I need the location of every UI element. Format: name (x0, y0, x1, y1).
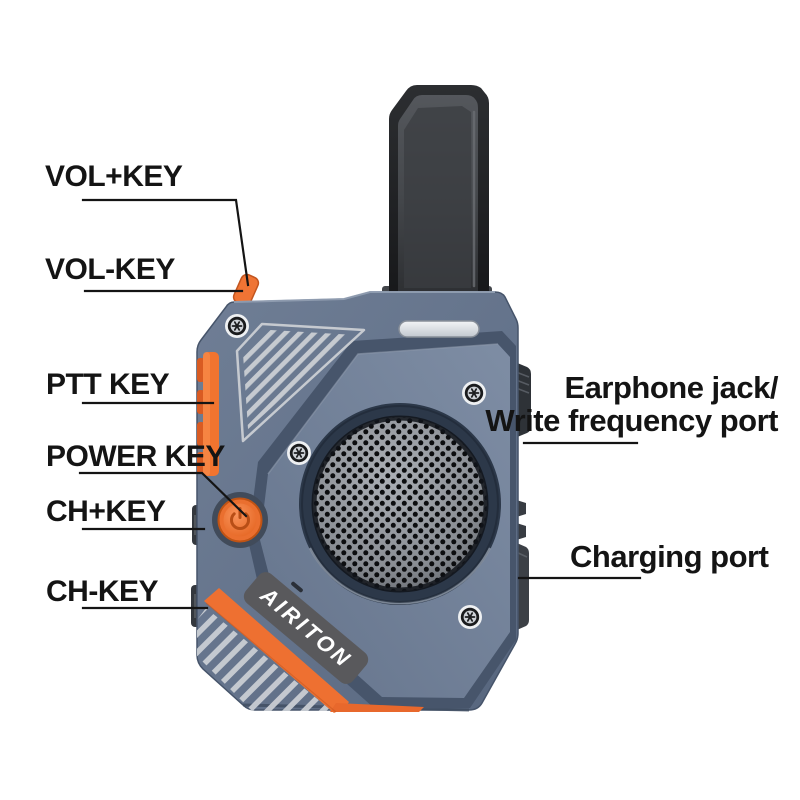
ptt-key (197, 352, 219, 476)
screw-bottom-right (457, 604, 483, 630)
screw-top-right (461, 380, 487, 406)
vent-grill (197, 608, 332, 711)
label-vol-minus-key: VOL-KEY (45, 253, 175, 286)
led-indicator (398, 320, 480, 338)
leader-vol-plus (81, 198, 250, 287)
antenna (382, 85, 492, 304)
label-earphone-line1: Earphone jack/ (564, 370, 778, 405)
mic-hole (291, 581, 303, 593)
screw-mid-left (286, 440, 312, 466)
label-power-key: POWER KEY (46, 440, 225, 473)
leader-lines (78, 198, 642, 610)
label-ch-minus-key: CH-KEY (46, 575, 159, 608)
label-ch-plus-key: CH+KEY (46, 495, 166, 528)
accent-stripe (204, 588, 424, 713)
label-earphone-line2: Write frequency port (485, 403, 778, 438)
label-ptt-key: PTT KEY (46, 368, 170, 401)
speaker-grille (299, 403, 501, 605)
label-earphone-jack: Earphone jack/ Write frequency port (485, 371, 778, 437)
label-vol-plus-key: VOL+KEY (45, 160, 183, 193)
hatch-panel (235, 322, 366, 443)
leader-power (78, 471, 248, 518)
screw-top-left (224, 313, 250, 339)
power-button (212, 492, 268, 548)
label-charging-port: Charging port (570, 539, 769, 574)
